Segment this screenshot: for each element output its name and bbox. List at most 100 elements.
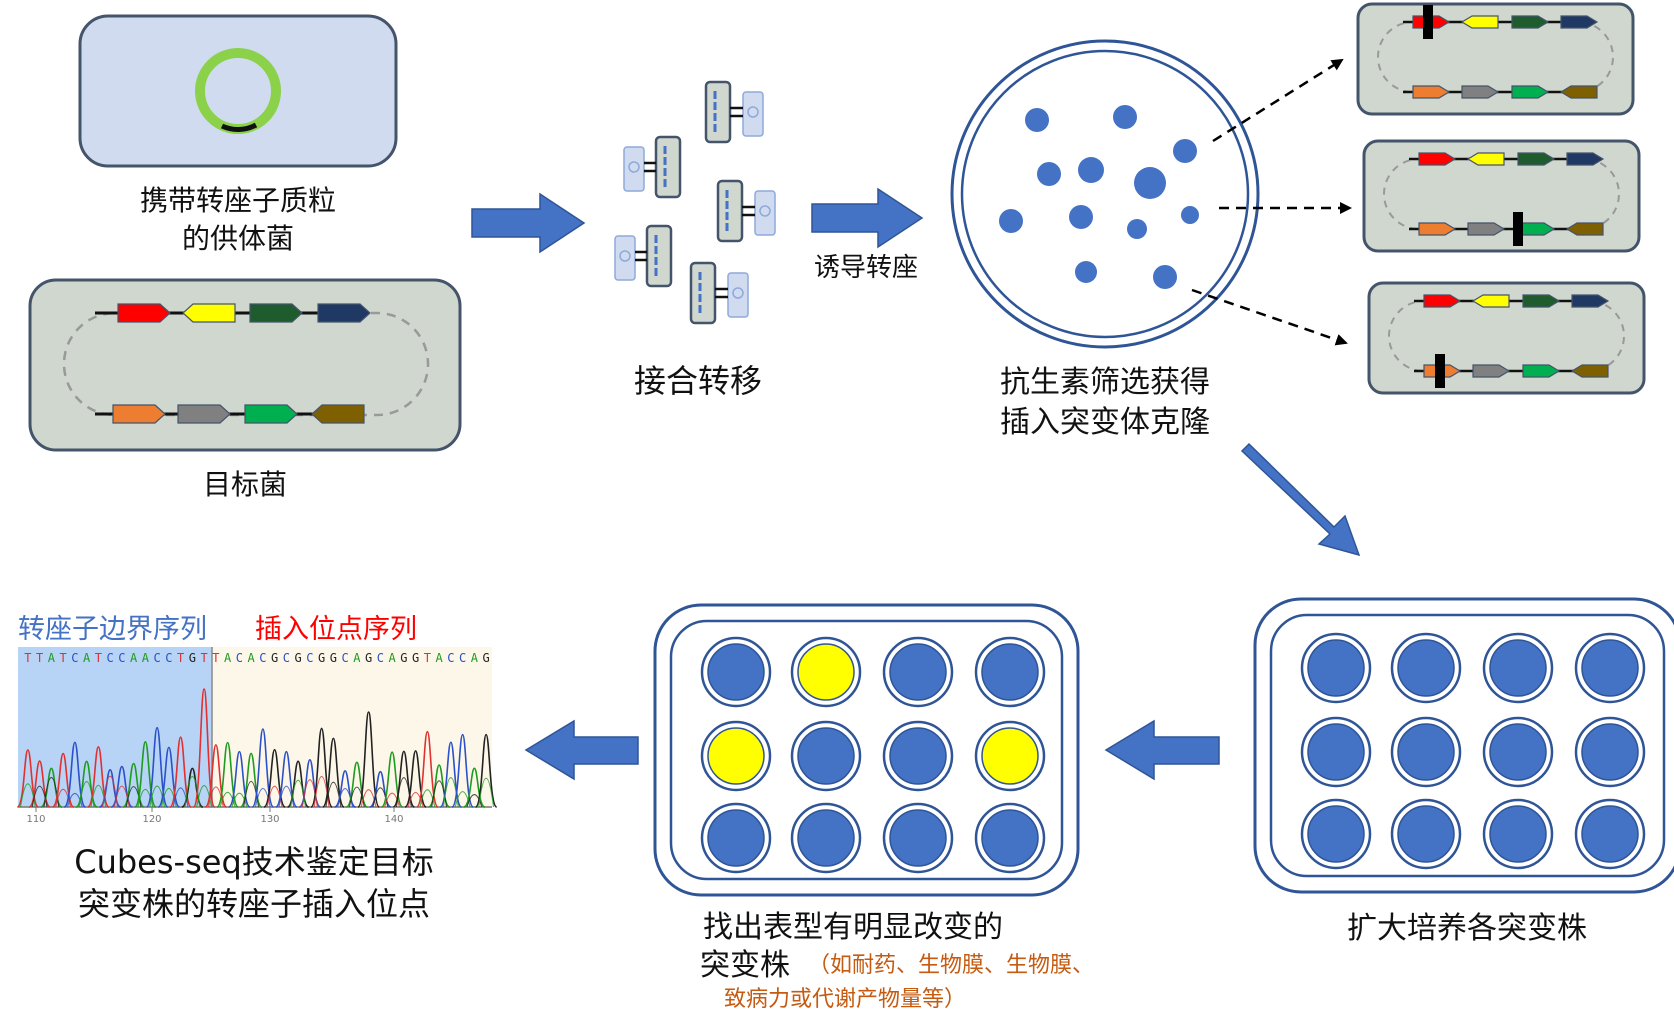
expand-plate-inner (1269, 613, 1666, 878)
trace-peak (416, 730, 439, 808)
colony-6 (1134, 167, 1166, 199)
target-gene-bottom-3 (244, 404, 298, 424)
trace-minor-peak (266, 785, 283, 808)
donor-mini-cell (727, 272, 749, 318)
base-call: A (130, 651, 138, 665)
trace-minor-peak (66, 792, 83, 808)
donor-cell-body (78, 14, 398, 168)
base-call: T (24, 651, 31, 665)
trace-minor-peak (466, 794, 483, 808)
trace-peak (357, 711, 380, 808)
trace-minor-peak (137, 788, 154, 808)
target-gene-bottom-4 (311, 404, 365, 424)
insertion-region-shade (212, 647, 492, 807)
base-call: A (353, 651, 361, 665)
donor-mini-plasmid (759, 205, 771, 217)
well-11 (889, 809, 947, 867)
base-call: A (224, 651, 232, 665)
base-call: T (60, 651, 67, 665)
well-1 (1307, 639, 1365, 697)
target-gene-top-3 (249, 303, 303, 323)
transposon-segment (220, 122, 258, 133)
mutant-gene-top-1 (1418, 152, 1457, 166)
induce-label: 诱导转座 (814, 253, 918, 283)
mutant-gene-bottom-1 (1418, 222, 1457, 236)
border-region-shade (18, 647, 212, 807)
trace-peak (345, 761, 369, 808)
transposon-insertion-bar (1423, 5, 1433, 39)
base-call: A (471, 651, 479, 665)
base-call: C (283, 651, 290, 665)
donor-mini-plasmid (628, 161, 640, 173)
mutant-gene-bottom-2 (1467, 222, 1506, 236)
base-call: C (154, 651, 161, 665)
base-call: A (83, 651, 91, 665)
mutant-gene-bottom-4 (1570, 364, 1609, 378)
position-label: 110 (26, 814, 45, 825)
colony-10 (1181, 206, 1199, 224)
base-call: T (212, 651, 219, 665)
well-11 (1489, 805, 1547, 863)
arrow-to-conjugation (471, 192, 586, 254)
sequencing-caption-line1: Cubes-seq技术鉴定目标 (74, 843, 434, 881)
well-5 (707, 727, 765, 785)
donor-mini-cell (754, 190, 776, 236)
well-6 (797, 727, 855, 785)
target-gene-top-4 (317, 303, 371, 323)
position-label: 120 (142, 814, 161, 825)
target-genes (112, 303, 371, 424)
donor-mini-cell (742, 91, 764, 137)
well-2 (1397, 639, 1455, 697)
colonies (999, 105, 1199, 289)
conjugation-caption: 接合转移 (634, 362, 762, 400)
base-call: T (95, 651, 102, 665)
donor-mini-plasmid (747, 106, 759, 118)
recipient-cell (654, 135, 682, 199)
base-call: A (389, 651, 397, 665)
screen-caption-line2: 插入突变体克隆 (1000, 405, 1210, 440)
transposon-insertion-bar (1513, 212, 1523, 246)
base-call: C (447, 651, 454, 665)
trace-minor-peak (184, 775, 201, 808)
base-call: C (165, 651, 172, 665)
dashed-arrow-mutant-3 (1191, 288, 1348, 346)
trace-minor-peak (360, 789, 377, 808)
trace-peak (474, 733, 498, 808)
target-caption: 目标菌 (203, 468, 287, 501)
base-call: C (236, 651, 243, 665)
find-caption-line2: 突变株 (700, 948, 790, 983)
well-4 (981, 643, 1039, 701)
well-10 (1397, 805, 1455, 863)
well-3 (889, 643, 947, 701)
base-call: T (36, 651, 43, 665)
mutant-gene-top-3 (1522, 294, 1561, 308)
find-caption-line1: 找出表型有明显改变的 (703, 910, 1003, 945)
mutant-gene-top-4 (1571, 294, 1610, 308)
trace-minor-peak (278, 785, 295, 808)
well-12 (981, 809, 1039, 867)
petri-dish-inner (960, 49, 1250, 339)
mutant-gene-top-4 (1566, 152, 1605, 166)
mating-pair-2 (623, 135, 682, 199)
well-8 (981, 727, 1039, 785)
target-gene-top-2 (182, 303, 236, 323)
well-1 (707, 643, 765, 701)
base-call: G (483, 651, 490, 665)
donor-caption-line1: 携带转座子质粒 (140, 184, 336, 217)
colony-4 (1037, 162, 1061, 186)
arrow-to-hit-plate (1104, 719, 1220, 781)
mutant-gene-top-2 (1471, 294, 1510, 308)
well-3 (1489, 639, 1547, 697)
base-call: G (365, 651, 372, 665)
sequencing-caption-line2: 突变株的转座子插入位点 (78, 885, 430, 923)
target-gene-top-1 (117, 303, 171, 323)
mutant-gene-top-1 (1423, 294, 1462, 308)
expand-wells (1300, 632, 1646, 870)
target-cell (28, 278, 462, 452)
colony-9 (1127, 219, 1147, 239)
base-call: G (271, 651, 278, 665)
trace-peak (192, 688, 216, 808)
transposon-insertion-bar (1435, 354, 1445, 388)
